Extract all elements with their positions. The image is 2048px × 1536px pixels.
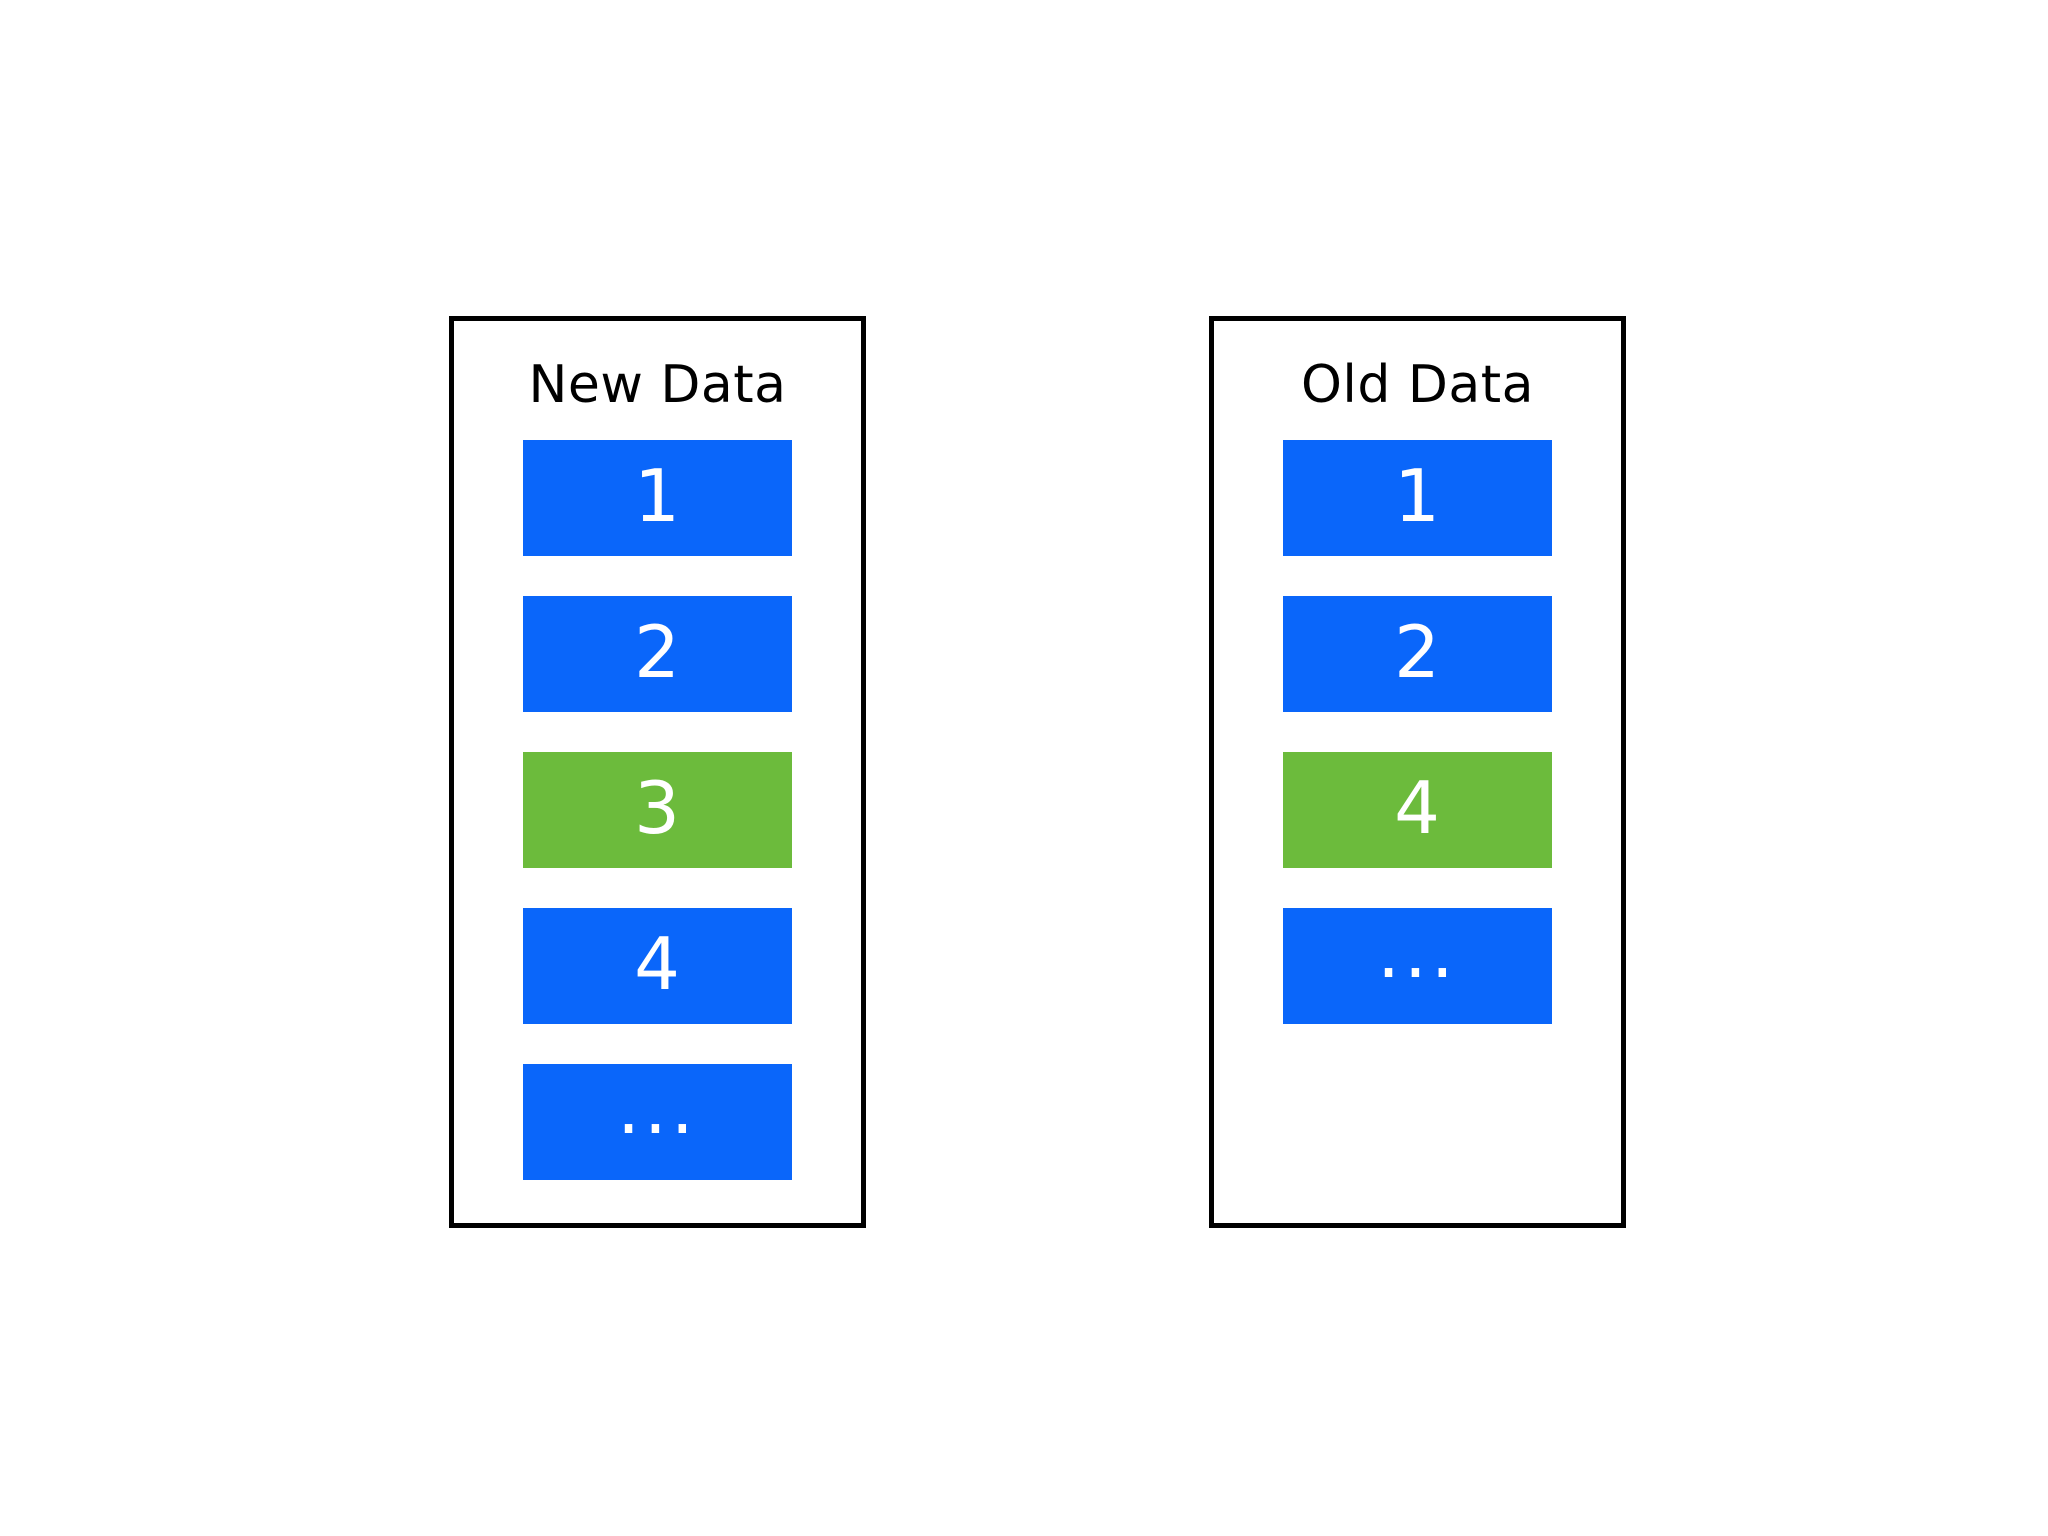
data-block-label: 4 [634,922,681,1006]
data-block: 1 [1283,440,1552,556]
data-block-highlighted: 4 [1283,752,1552,868]
data-block-label: 2 [634,610,681,694]
data-block-label: 4 [1394,766,1441,850]
panel-old-data: Old Data 1 2 4 ... [1209,316,1626,1228]
data-block-label: ... [1377,910,1458,994]
data-block: 2 [1283,596,1552,712]
panel-old-data-block-list: 1 2 4 ... [1214,440,1621,1024]
data-block: 2 [523,596,792,712]
data-block-highlighted: 3 [523,752,792,868]
data-block-label: 3 [634,766,681,850]
panel-new-data-block-list: 1 2 3 4 ... [454,440,861,1180]
data-block: 4 [523,908,792,1024]
data-block-label: 1 [634,454,681,538]
panel-old-data-title: Old Data [1300,355,1535,415]
data-block-ellipsis: ... [523,1064,792,1180]
data-block-label: 2 [1394,610,1441,694]
panel-new-data-title: New Data [528,355,787,415]
data-block-label: ... [617,1066,698,1150]
data-block: 1 [523,440,792,556]
data-block-label: 1 [1394,454,1441,538]
panel-new-data: New Data 1 2 3 4 ... [449,316,866,1228]
data-block-ellipsis: ... [1283,908,1552,1024]
